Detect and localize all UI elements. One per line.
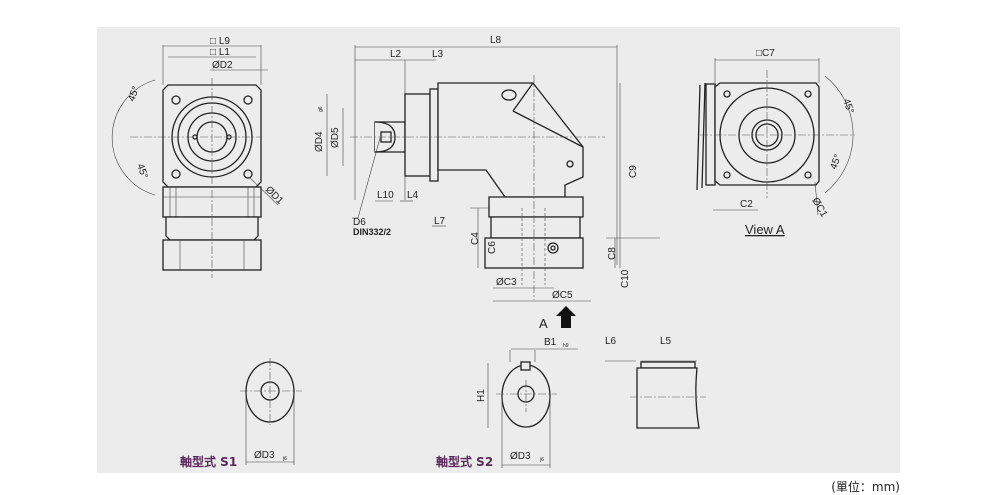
view-arrow-icon [556, 306, 576, 328]
dim-C2: C2 [740, 199, 753, 210]
dim-B1: B1 [544, 337, 557, 348]
shaft-type-s2: 軸型式 S2 [436, 454, 493, 469]
dim-D1: ØD1 [263, 184, 286, 207]
shaft-type-s1: 軸型式 S1 [180, 454, 237, 469]
dim-L1: □ L1 [210, 47, 230, 58]
shaft-s1: ØD3 j6 軸型式 S1 [180, 358, 302, 469]
dim-C8: C8 [607, 247, 618, 260]
dim-L8: L8 [490, 35, 502, 46]
angle-bottom: 45° [134, 162, 150, 180]
dim-L10: L10 [377, 190, 394, 201]
unit-label: (單位：mm) [831, 480, 900, 494]
dim-D3-s2-tolerance: j6 [539, 457, 544, 463]
dim-L5: L5 [660, 336, 672, 347]
dim-D3-s2: ØD3 [510, 451, 531, 462]
side-view: L8 L2 L3 ØD4 g6 ØD5 C9 C8 C10 C4 C6 [314, 35, 660, 331]
dim-C4: C4 [470, 232, 481, 245]
front-view: □ L9 □ L1 ØD2 45° 45° ØD1 [111, 36, 286, 278]
dim-D3-s1-tolerance: j6 [282, 456, 287, 462]
dim-C6: C6 [487, 241, 498, 254]
view-a-title: View A [745, 222, 785, 237]
label-din: DIN332/2 [353, 227, 391, 237]
dim-C10: C10 [620, 269, 631, 288]
dim-L4: L4 [407, 190, 419, 201]
angle-top: 45° [126, 85, 142, 103]
dim-L7: L7 [434, 216, 446, 227]
dim-C1: ØC1 [809, 196, 829, 220]
dim-C7: □C7 [756, 48, 775, 59]
angle-a-top: 45° [840, 97, 856, 115]
dim-C9: C9 [628, 165, 639, 178]
dim-D3-s1: ØD3 [254, 450, 275, 461]
dim-L9: □ L9 [210, 36, 230, 47]
angle-a-bottom: 45° [828, 153, 844, 171]
dim-B1-tolerance: h9 [563, 343, 569, 349]
label-D6: D6 [353, 217, 366, 228]
view-a: □C7 45° 45° ØC1 C2 View A [696, 48, 856, 237]
dim-L2: L2 [390, 49, 402, 60]
dim-C3: ØC3 [496, 277, 517, 288]
dim-D4: ØD4 [314, 131, 325, 152]
dim-L6: L6 [605, 336, 617, 347]
dim-C5: ØC5 [552, 290, 573, 301]
dim-D5: ØD5 [330, 127, 341, 148]
dim-H1: H1 [476, 389, 487, 402]
shaft-s2: B1 h9 H1 ØD3 j6 軸型式 S2 L6 L5 [436, 336, 706, 469]
dim-D4-tolerance: g6 [318, 106, 324, 112]
label-A: A [539, 316, 548, 331]
dim-D2: ØD2 [212, 60, 233, 71]
dim-L3: L3 [432, 49, 444, 60]
